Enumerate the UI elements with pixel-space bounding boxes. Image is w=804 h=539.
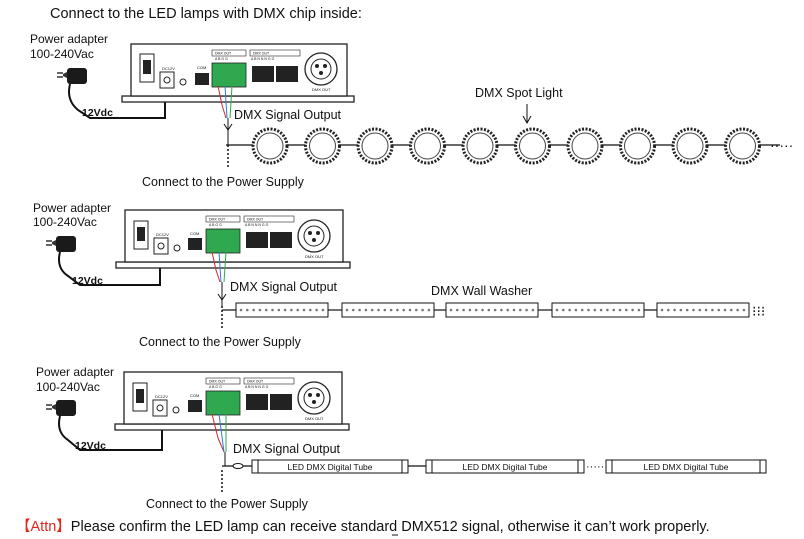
dmx-out-b-pins: A B N N N G G <box>251 57 275 61</box>
dc-port-label: DC12V <box>162 66 175 71</box>
spot-light-icon <box>514 127 551 165</box>
svg-text:⁝⁝⁝: ⁝⁝⁝ <box>752 303 765 319</box>
wall-washer-icon <box>656 302 750 318</box>
power-cable <box>68 83 166 119</box>
signal-label: DMX Signal Output <box>234 108 342 122</box>
section-wall-washer: Power adapter 100-240Vac 12Vdc DC12V COM… <box>33 201 765 349</box>
digital-tube: LED DMX Digital Tube <box>251 459 409 474</box>
svg-text:DMX OUT: DMX OUT <box>247 218 264 222</box>
xlr-port-label: DMX OUT <box>312 87 331 92</box>
svg-text:A B N N N G G: A B N N N G G <box>245 385 269 389</box>
power-supply-label: Connect to the Power Supply <box>146 497 309 511</box>
power-cable <box>58 250 161 286</box>
tube-label: LED DMX Digital Tube <box>287 462 372 472</box>
adapter-label-line2: 100-240Vac <box>30 47 94 61</box>
power-supply-label: Connect to the Power Supply <box>139 335 302 349</box>
signal-label: DMX Signal Output <box>233 442 341 456</box>
svg-text:COM: COM <box>190 231 199 236</box>
adapter-label-line1: Power adapter <box>33 201 111 215</box>
dmx-controller: DC12V COM DMX OUT A B G G DMX OUT A B N … <box>115 209 351 269</box>
spot-light-icon <box>461 127 499 165</box>
signal-label: DMX Signal Output <box>230 280 338 294</box>
dmx-controller: DC12V COM DMX OUT A B G G DMX OUT A B N … <box>121 43 355 103</box>
spot-light-icon <box>356 127 394 165</box>
spot-light-icon <box>566 127 604 165</box>
dmx-controller: DC12V COM DMX OUT A B G G DMX OUT A B N … <box>114 371 350 431</box>
svg-text:DMX OUT: DMX OUT <box>305 416 324 421</box>
spot-light-icon <box>671 127 709 165</box>
power-cable <box>58 414 163 451</box>
adapter-label-line2: 100-240Vac <box>33 215 97 229</box>
svg-text:·····: ····· <box>770 137 793 153</box>
svg-text:A B G G: A B G G <box>209 385 222 389</box>
svg-text:COM: COM <box>190 393 199 398</box>
svg-text:A B G G: A B G G <box>209 223 222 227</box>
voltage-label: 12Vdc <box>75 440 106 452</box>
svg-text:DMX OUT: DMX OUT <box>209 380 226 384</box>
tube-label: LED DMX Digital Tube <box>643 462 728 472</box>
spot-light-icon <box>724 127 761 165</box>
spot-light-icon <box>304 127 341 165</box>
dmx-out-b-label: DMX OUT <box>253 52 270 56</box>
wall-washer-icon <box>235 302 329 318</box>
power-supply-label: Connect to the Power Supply <box>142 175 305 189</box>
spot-light-icon <box>619 127 656 165</box>
spot-light-chain <box>251 127 761 165</box>
wall-washer-icon <box>445 302 539 318</box>
power-adapter-icon <box>45 399 77 417</box>
adapter-label-line1: Power adapter <box>36 365 114 379</box>
adapter-label-line1: Power adapter <box>30 32 108 46</box>
attn-text: Please confirm the LED lamp can receive … <box>70 519 710 535</box>
svg-text:DMX OUT: DMX OUT <box>305 254 324 259</box>
com-port-label: COM <box>197 65 206 70</box>
svg-text:DMX OUT: DMX OUT <box>247 380 264 384</box>
power-adapter-icon <box>45 235 77 253</box>
digital-tube: LED DMX Digital Tube <box>605 459 767 474</box>
device-label: DMX Spot Light <box>475 86 563 100</box>
diagram-title: Connect to the LED lamps with DMX chip i… <box>50 6 362 22</box>
svg-text:A B N N N G G: A B N N N G G <box>245 223 269 227</box>
svg-text:·····: ····· <box>586 461 604 473</box>
svg-text:DC12V: DC12V <box>156 232 169 237</box>
adapter-label-line2: 100-240Vac <box>36 380 100 394</box>
power-adapter-icon <box>56 67 88 85</box>
attn-tag: 【Attn】 <box>16 519 71 535</box>
svg-text:DC12V: DC12V <box>155 394 168 399</box>
section-spot-light: Power adapter 100-240Vac 12Vdc DC12V COM… <box>30 32 793 189</box>
attention-note: 【Attn】Please confirm the LED lamp can re… <box>16 515 710 536</box>
tube-label: LED DMX Digital Tube <box>462 462 547 472</box>
wall-washer-chain <box>235 302 750 318</box>
digital-tube: LED DMX Digital Tube <box>425 459 585 474</box>
voltage-label: 12Vdc <box>82 107 113 119</box>
dmx-out-a-pins: A B G G <box>215 57 228 61</box>
spot-light-icon <box>409 127 446 165</box>
device-label: DMX Wall Washer <box>431 284 532 298</box>
dmx-out-a-label: DMX OUT <box>215 52 232 56</box>
section-digital-tube: Power adapter 100-240Vac 12Vdc DC12V COM… <box>36 365 767 511</box>
svg-text:DMX OUT: DMX OUT <box>209 218 226 222</box>
spot-light-icon <box>251 127 289 165</box>
voltage-label: 12Vdc <box>72 275 103 287</box>
wall-washer-icon <box>551 302 645 318</box>
wall-washer-icon <box>341 302 435 318</box>
